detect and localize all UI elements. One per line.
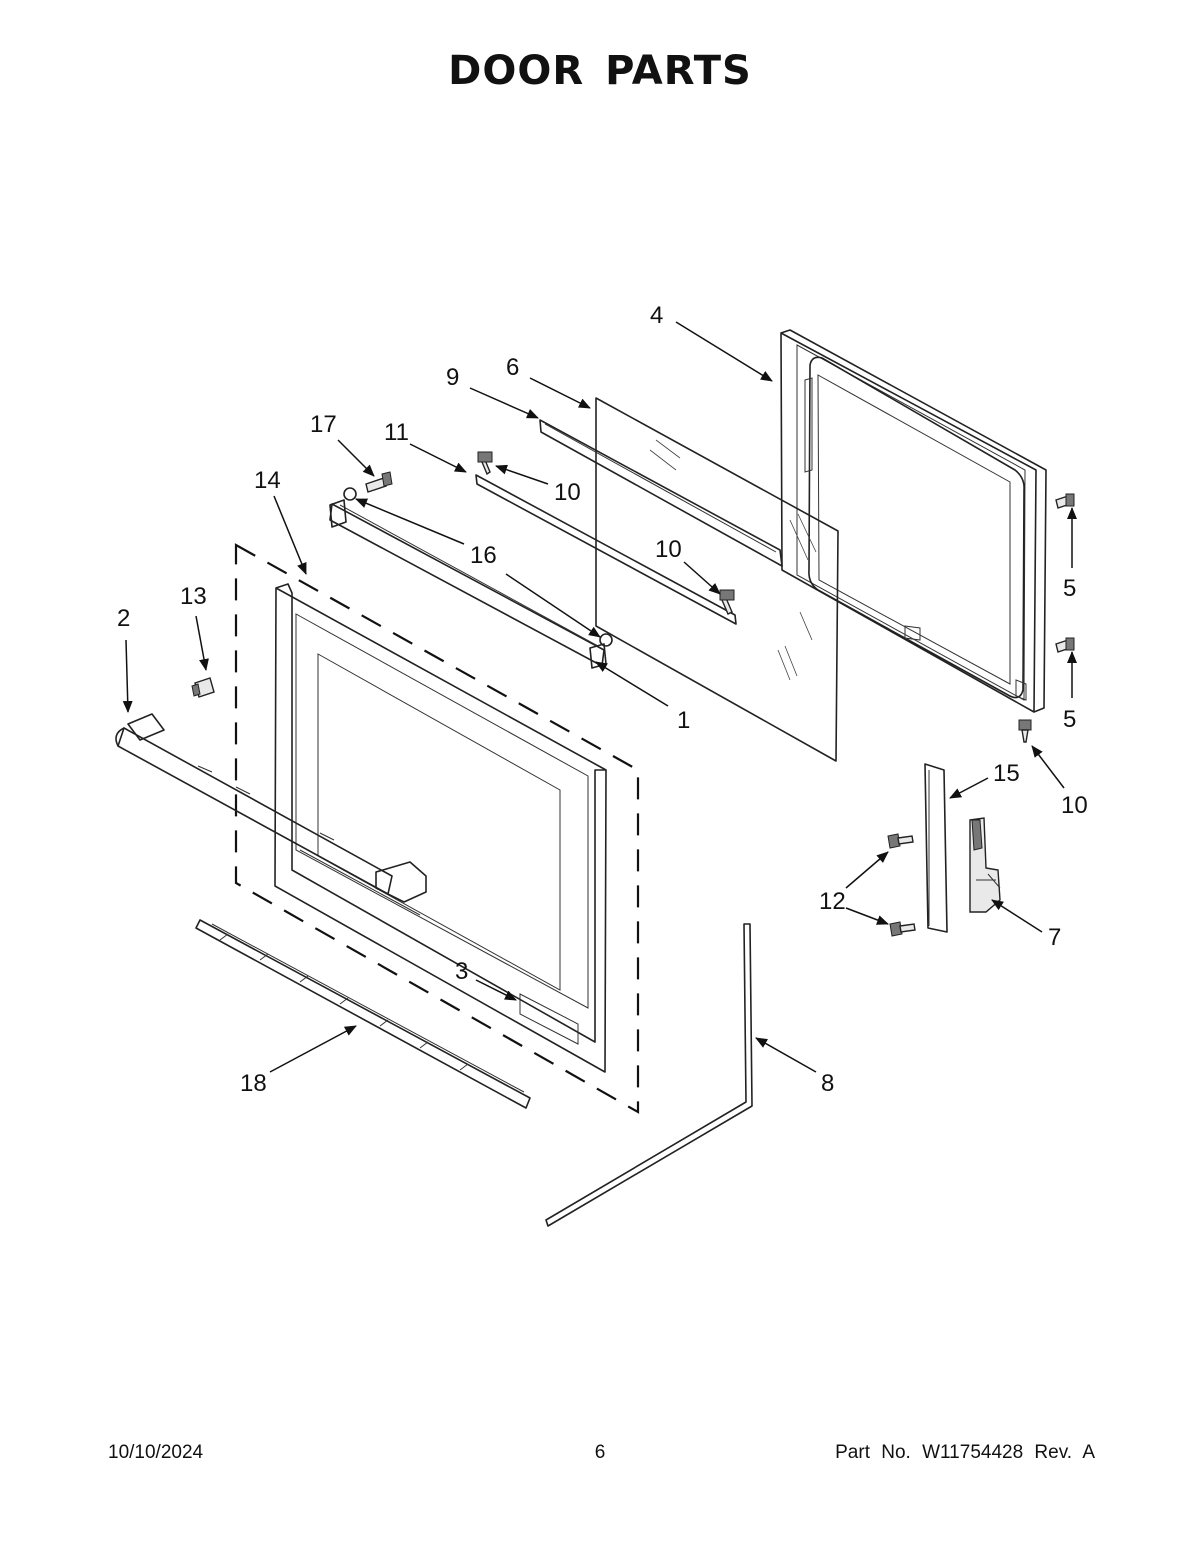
part-14-outer-door-assembly [234, 543, 640, 1114]
callout-9: 9 [446, 364, 459, 391]
page-title: DOOR PARTS [448, 48, 752, 94]
callout-5-upper: 5 [1063, 575, 1076, 602]
part-12-screw-lower [889, 921, 916, 937]
part-16-washer-right [599, 633, 613, 647]
callout-16: 16 [470, 542, 497, 569]
part-5-screw-upper [1055, 493, 1075, 509]
footer-part-number: Part No. W11754428 Rev. A [835, 1442, 1095, 1463]
leader-lines [122, 321, 1077, 1073]
part-6-glass-panel [595, 397, 839, 762]
part-4-inner-door-frame [780, 329, 1047, 713]
part-2-handle [115, 713, 427, 903]
callout-3: 3 [455, 958, 468, 985]
footer-page-number: 6 [594, 1442, 606, 1463]
callout-2: 2 [117, 605, 130, 632]
callout-8: 8 [821, 1070, 834, 1097]
callout-10-top: 10 [554, 479, 581, 506]
callout-11: 11 [384, 419, 409, 446]
callout-17: 17 [310, 411, 337, 438]
callout-6: 6 [506, 354, 519, 381]
part-1-bracket [329, 499, 607, 669]
part-12-screw-upper [887, 833, 914, 849]
callout-10-mid: 10 [655, 536, 682, 563]
callout-10-low: 10 [1061, 792, 1088, 819]
callout-5-lower: 5 [1063, 706, 1076, 733]
callout-14: 14 [254, 467, 281, 494]
part-8-gasket [545, 923, 753, 1227]
part-17-screw [365, 471, 393, 493]
part-7-hinge [969, 817, 1001, 913]
part-11-retainer [475, 474, 737, 625]
callout-18: 18 [240, 1070, 267, 1097]
footer-date: 10/10/2024 [108, 1442, 204, 1463]
part-5-screw-lower [1055, 637, 1075, 653]
part-10-screw-low [1018, 719, 1032, 743]
part-15-hinge-receiver [924, 763, 948, 933]
callout-13: 13 [180, 583, 207, 610]
part-13-screw [191, 677, 215, 698]
callout-1: 1 [677, 707, 690, 734]
part-9-channel [539, 419, 783, 567]
callout-4: 4 [650, 302, 663, 329]
callout-12: 12 [819, 888, 846, 915]
part-10-screw-mid [719, 589, 735, 615]
part-16-washer-left [343, 487, 357, 501]
part-10-screw-top [477, 451, 493, 476]
callout-15: 15 [993, 760, 1020, 787]
callout-7: 7 [1048, 924, 1061, 951]
part-18-bottom-trim [195, 919, 531, 1109]
